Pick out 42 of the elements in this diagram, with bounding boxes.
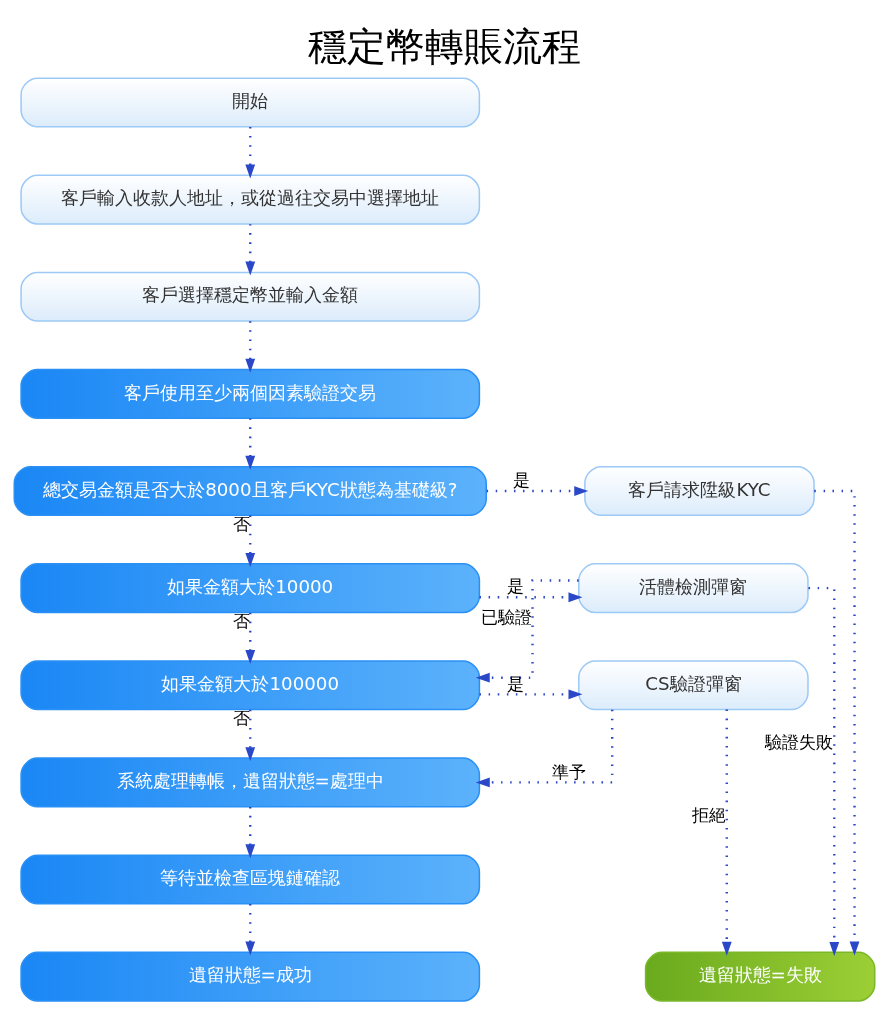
arrow [245,321,256,373]
arrow [479,689,583,700]
arrow [721,709,732,956]
edge-label: 否 [232,515,250,534]
arrow [245,127,256,179]
arrow [245,612,256,665]
arrow [475,579,579,683]
edge-label: 準予 [552,762,587,782]
arrow [245,224,256,276]
edge-label: 驗證失敗 [765,732,834,752]
node-box: 系統處理轉帳，遺留狀態=處理中 [20,757,481,808]
arrow [245,806,256,859]
arrow [475,709,614,788]
node-box: 如果金額大於100000 [20,660,481,711]
node-box: 遺留狀態=成功 [20,951,481,1002]
node-box: 開始 [20,77,481,128]
arrow [814,489,860,956]
node-box: 活體檢測彈窗 [578,563,809,614]
arrow [245,418,256,470]
node-box: CS驗證彈窗 [578,660,809,711]
edge-label: 否 [232,612,250,632]
diagram-title: 穩定幣轉賬流程 [308,22,581,69]
edge-label: 已驗證 [481,608,533,628]
arrow [245,904,256,956]
node-box: 遺留狀態=失敗 [644,951,876,1002]
arrow [245,515,256,567]
node-box: 客戶輸入收款人地址，或從過往交易中選擇地址 [20,174,481,225]
node-box: 客戶使用至少兩個因素驗證交易 [20,368,481,419]
edge-label: 否 [232,709,250,729]
arrow [245,709,256,762]
edge-label: 是 [513,471,531,491]
edge-label: 拒絕 [692,806,727,826]
arrow [479,592,583,603]
node-box: 客戶選擇穩定幣並輸入金額 [20,271,481,322]
arrow [486,486,589,496]
node-box: 總交易金額是否大於8000且客戶KYC狀態為基礎級? [13,465,487,517]
node-box: 如果金額大於10000 [20,563,481,614]
edge-label: 是 [507,577,525,597]
edge-label: 是 [507,674,525,694]
node-box: 客戶請求陞級KYC [584,465,815,517]
arrow [808,586,840,957]
node-box: 等待並檢查區塊鏈確認 [20,854,481,905]
